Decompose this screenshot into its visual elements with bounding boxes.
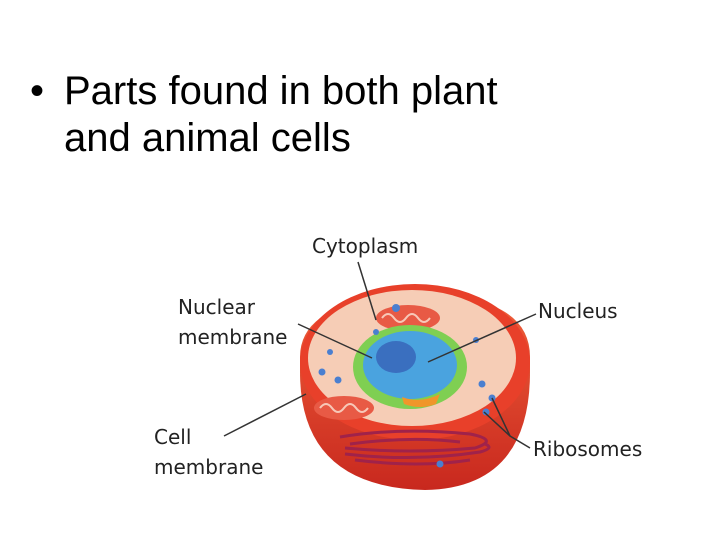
mitochondrion-top [376,305,440,331]
endoplasmic-reticulum [339,429,491,466]
leader-line-ribosomes-2 [491,397,511,437]
label-nucleus: Nucleus [538,299,618,323]
ribosome [327,349,333,355]
leader-line-cell-membrane [223,393,307,437]
nucleus [353,325,467,409]
nucleus-cutaway [402,394,440,407]
title-line-2: and animal cells [64,116,351,160]
mitochondrion-left [314,396,374,420]
label-cell-membrane-line2: membrane [154,455,263,479]
ribosome [436,460,444,468]
leader-line-nuclear-membrane [297,323,373,359]
bullet-point: • [30,69,45,113]
nucleolus [376,341,416,373]
label-ribosomes: Ribosomes [533,437,642,461]
ribosome [373,329,379,335]
title-line-1: Parts found in both plant [64,69,498,113]
label-cell-membrane-line1: Cell [154,425,191,449]
leader-line-cytoplasm [357,261,377,321]
ribosome [334,376,342,384]
cell-diagram: Cytoplasm Nuclear membrane Nucleus Cell … [154,234,642,490]
ribosome [482,408,490,416]
label-nuclear-membrane-line2: membrane [178,325,287,349]
label-nuclear-membrane-line1: Nuclear [178,295,256,319]
label-cytoplasm: Cytoplasm [312,234,418,258]
ribosome [318,368,326,376]
slide-title: • Parts found in both plant and animal c… [30,68,670,162]
ribosome [392,304,400,312]
ribosome [478,380,486,388]
leader-line-nucleus [427,313,537,363]
